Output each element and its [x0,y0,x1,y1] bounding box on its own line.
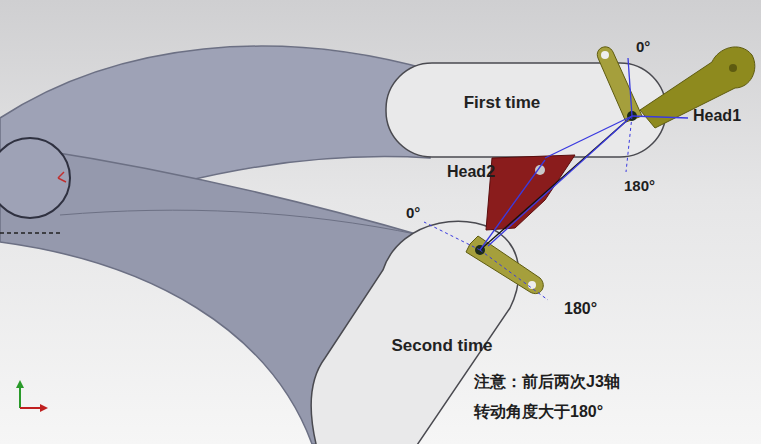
axis-y [19,386,21,408]
axis-x [20,407,42,409]
head-label: Head2 [447,163,495,181]
position-label: First time [464,93,541,113]
ray [628,58,632,116]
position-label: Second time [391,336,492,356]
j3-link-1-hole [601,51,609,59]
head-label: Head1 [693,107,741,125]
dashed-ref [0,232,60,234]
head2-part [486,155,575,230]
ray-dotted [480,250,548,300]
ray [545,116,632,158]
base-mark [58,172,66,182]
ray [488,116,632,246]
head1-hole [729,64,737,72]
j3-link-2 [466,236,543,294]
ray [632,116,688,118]
angle-label: 0° [636,38,650,55]
angle-label: 0° [406,204,420,221]
angle-label: 180° [564,300,597,318]
ray-dotted [424,222,480,250]
base-joint [0,138,70,218]
head1-part [640,47,755,128]
note-text: 注意：前后两次J3轴 转动角度大于180° [474,367,652,427]
j3-link-2-hole [528,281,536,289]
angle-label: 180° [624,177,655,194]
joint-link [480,116,632,250]
axis-y-head [16,380,24,388]
ray-dotted [626,116,632,172]
j3-link-1 [597,47,642,122]
arm-edge [60,210,420,235]
axis-x-head [40,404,48,412]
